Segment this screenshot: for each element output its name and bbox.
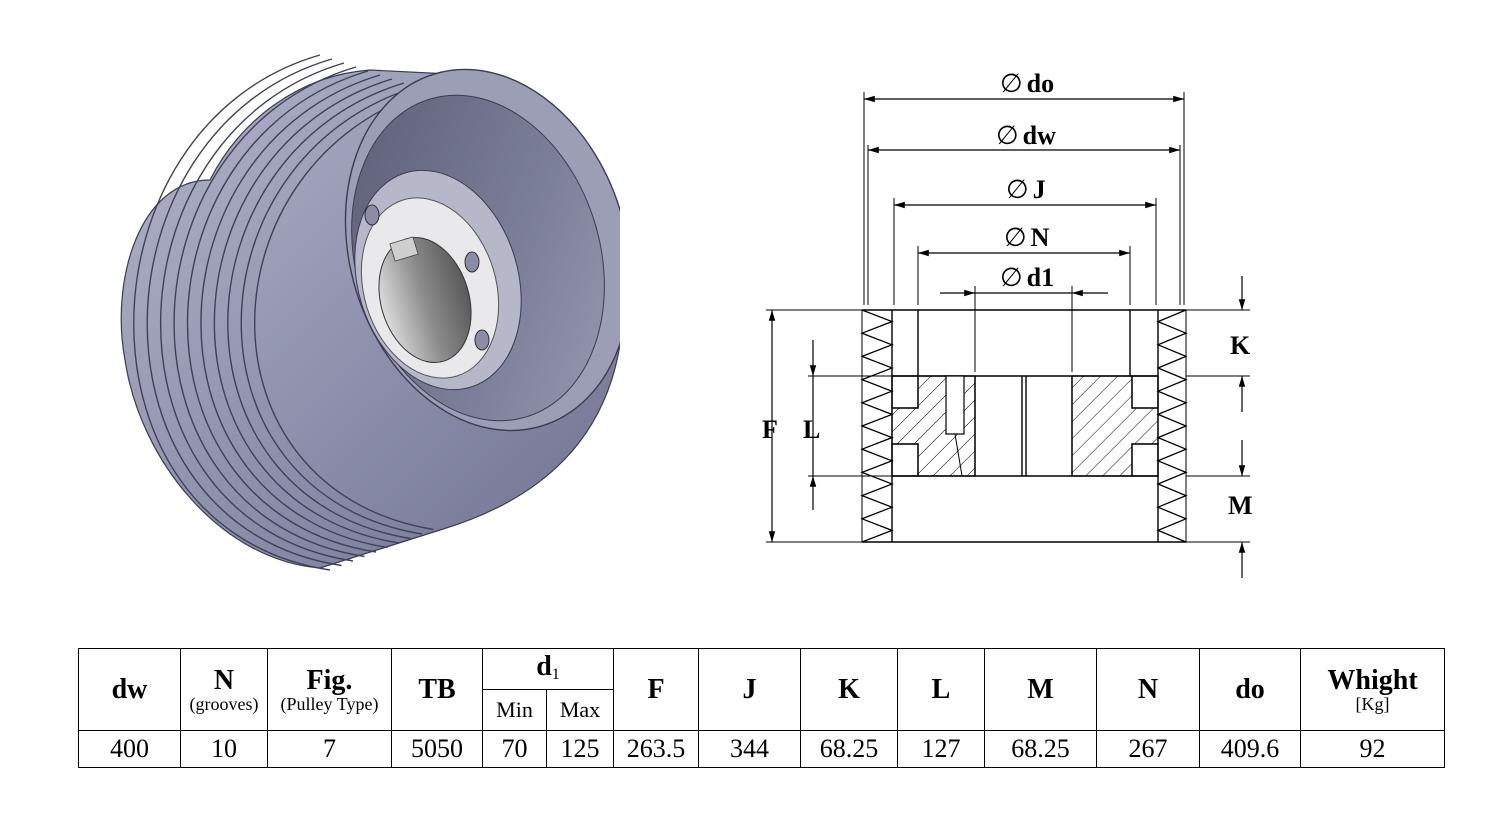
header-n: N(grooves): [180, 648, 268, 731]
extension-lines: [766, 92, 1250, 543]
cell-tb: 5050: [391, 730, 483, 768]
dimension-labels: ∅do ∅dw ∅J ∅N ∅d1 F L K M: [762, 69, 1253, 520]
header-fig: Fig.(Pulley Type): [267, 648, 392, 731]
header-j: J: [698, 648, 802, 731]
header-f: F: [613, 648, 700, 731]
cell-f: 263.5: [613, 730, 700, 768]
cell-k: 68.25: [800, 730, 899, 768]
groove-line: [160, 62, 354, 562]
dim-l-label: L: [803, 415, 820, 444]
groove-line: [133, 54, 331, 571]
dim-d1-label: ∅d1: [1000, 263, 1054, 292]
header-do: do: [1199, 648, 1302, 731]
groove-profile: [860, 309, 1188, 543]
dim-j-label: ∅J: [1006, 175, 1046, 204]
dim-f-label: F: [762, 415, 778, 444]
header-n2: N: [1096, 648, 1201, 731]
header-d1-min: Min: [482, 689, 547, 731]
groove-line: [254, 90, 434, 531]
cell-n: 10: [180, 730, 268, 768]
cell-dw: 400: [78, 730, 181, 768]
dim-k-label: K: [1230, 331, 1251, 360]
bushing-screw-holes: [364, 204, 490, 351]
cell-weight: 92: [1300, 730, 1446, 768]
header-tb: TB: [391, 648, 483, 731]
header-dw: dw: [78, 648, 181, 731]
cell-m: 68.25: [984, 730, 1098, 768]
header-m: M: [984, 648, 1098, 731]
header-d1: d1: [481, 648, 615, 690]
pulley-section-drawing: ∅do ∅dw ∅J ∅N ∅d1 F L K M: [762, 69, 1253, 578]
cell-do: 409.6: [1199, 730, 1302, 768]
cell-j: 344: [698, 730, 802, 768]
dimension-lines: [768, 95, 1246, 578]
table-header-row: dw N(grooves) Fig.(Pulley Type) TB d1 F …: [78, 648, 1446, 731]
groove-teeth: [860, 309, 894, 543]
groove-line: [146, 58, 342, 567]
groove-line: [200, 74, 388, 549]
table-row: 400 10 7 5050 70 125 263.5 344 68.25 127…: [78, 730, 1446, 768]
spec-table: dw N(grooves) Fig.(Pulley Type) TB d1 F …: [78, 648, 1446, 768]
pulley-3d-render: [120, 54, 620, 571]
belt-grooves: [133, 54, 434, 571]
dim-n-label: ∅N: [1004, 223, 1050, 252]
dim-dw-label: ∅dw: [996, 121, 1056, 150]
cell-fig: 7: [267, 730, 392, 768]
section-hatch: [891, 375, 1159, 477]
header-l: L: [897, 648, 986, 731]
groove-line: [240, 86, 423, 535]
header-weight: Whight[Kg]: [1300, 648, 1446, 731]
groove-teeth: [1156, 309, 1188, 543]
dim-do-label: ∅do: [1000, 69, 1054, 98]
cell-d1-max: 125: [545, 730, 615, 768]
cell-l: 127: [897, 730, 986, 768]
dim-m-label: M: [1228, 491, 1253, 520]
cell-n2: 267: [1096, 730, 1201, 768]
cell-d1-min: 70: [482, 730, 547, 768]
header-k: K: [800, 648, 899, 731]
groove-line: [213, 78, 400, 544]
groove-line: [173, 66, 365, 558]
groove-line: [186, 70, 377, 553]
groove-line: [227, 82, 411, 540]
header-d1-max: Max: [545, 689, 615, 731]
